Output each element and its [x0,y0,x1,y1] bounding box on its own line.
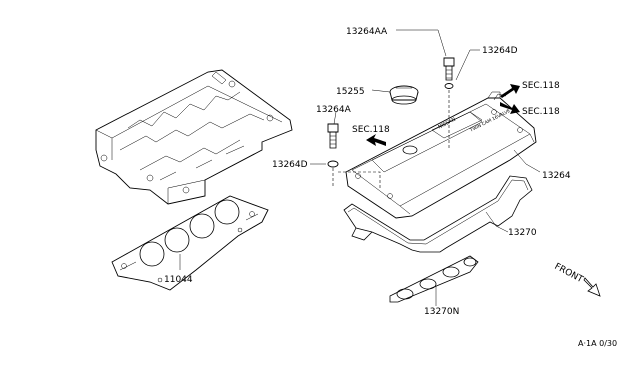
label-11044: 11044 [164,275,193,285]
label-13264aa: 13264AA [346,27,388,37]
label-front: FRONT [553,262,585,285]
washer-13264d-top [444,83,454,89]
label-sec118-mid: SEC.118 [522,107,560,117]
plug-tube-seals [389,255,479,303]
bolt-13264a [327,123,339,149]
rocker-cover: NISSAN TWIN CAM 16VALVE [345,91,537,219]
label-15255: 15255 [336,87,365,97]
head-gasket [111,195,269,291]
label-sec118-top: SEC.118 [522,81,560,91]
oil-filler-cap [389,85,419,105]
label-13270: 13270 [508,228,537,238]
label-13264d-left: 13264D [272,160,308,170]
bolt-13264aa [443,57,455,81]
label-13264a: 13264A [316,105,352,115]
label-13264d-top: 13264D [482,46,518,56]
arrow-sec118-left [366,134,386,146]
alignment-lines [332,90,450,190]
rocker-cover-gasket [343,175,533,253]
arrow-sec118-top [500,84,520,98]
cylinder-head [95,69,293,205]
front-arrow-icon [583,277,601,297]
label-sec118-left: SEC.118 [352,125,390,135]
label-ref-code: A·1A 0/30 [578,339,617,348]
arrow-sec118-mid [500,102,520,114]
label-13270n: 13270N [424,307,459,317]
label-13264: 13264 [542,171,571,181]
washer-13264d-left [327,160,339,168]
leader-lines [179,29,541,306]
